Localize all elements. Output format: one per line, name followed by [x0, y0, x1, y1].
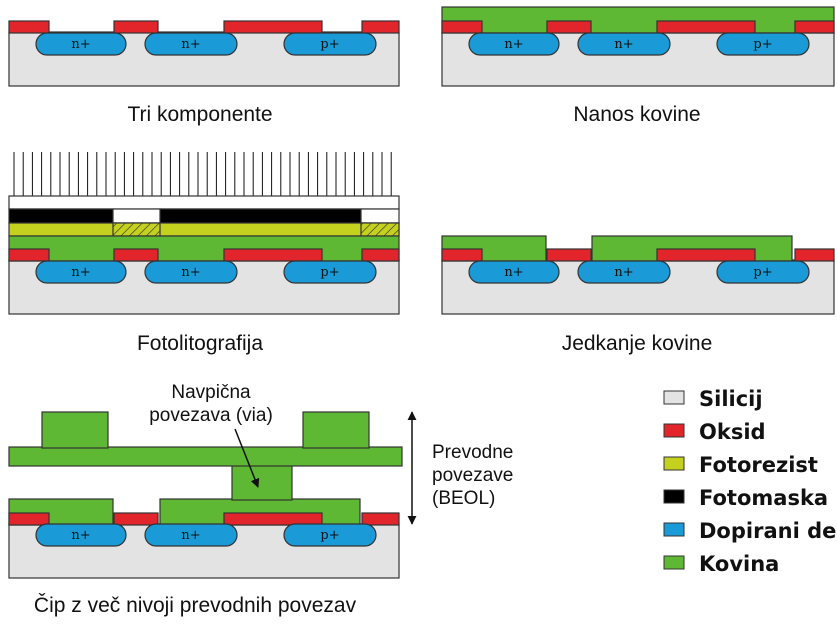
mask-opening-right — [360, 208, 400, 224]
legend-swatch — [663, 555, 685, 570]
via-label: povezava (via) — [149, 405, 273, 426]
panel-metal-etching: n+ n+ p+ Jedkanje kovine — [441, 235, 835, 355]
legend-label: Silicij — [699, 387, 763, 411]
doped-label: n+ — [71, 265, 90, 280]
metal-layer — [8, 235, 400, 262]
photomask-left — [8, 208, 114, 224]
oxide-layer — [8, 512, 400, 526]
doped-label: n+ — [181, 528, 200, 543]
doped-label: n+ — [504, 265, 523, 280]
doped-region-n1 — [35, 32, 127, 56]
legend-label: Dopirani del — [699, 519, 837, 543]
mask-opening-left — [112, 208, 161, 224]
panel-caption: Nanos kovine — [573, 103, 700, 126]
doped-label: p+ — [753, 265, 772, 280]
photoresist-layer — [8, 222, 400, 237]
legend-label: Kovina — [699, 552, 779, 576]
panel-metal-deposition: n+ n+ p+ Nanos kovine — [441, 6, 835, 126]
panel-photolithography: n+ n+ p+ Fotolitografija — [8, 152, 400, 355]
doped-region-n2 — [577, 260, 671, 284]
doped-label: p+ — [320, 528, 339, 543]
doped-region-p1 — [716, 260, 810, 284]
legend-label: Fotomaska — [699, 486, 828, 510]
oxide-layer — [441, 248, 835, 262]
doped-region-n1 — [468, 32, 560, 56]
doped-region-n2 — [577, 32, 671, 56]
panel-caption: Fotolitografija — [137, 332, 263, 355]
legend-swatch — [663, 456, 685, 471]
mask-frame — [8, 195, 400, 210]
oxide-layer — [8, 20, 400, 34]
doped-region-p1 — [283, 32, 377, 56]
panel-caption: Tri komponente — [127, 103, 272, 126]
legend-swatch — [663, 390, 685, 405]
via-pointer — [234, 428, 260, 488]
legend-swatch — [663, 489, 685, 504]
legend-swatch — [663, 423, 685, 438]
photomask-center — [159, 208, 362, 224]
doped-region-n2 — [144, 32, 238, 56]
metal-line-level1 — [8, 446, 403, 467]
doped-label: n+ — [71, 37, 90, 52]
panel-multilevel-chip: n+ n+ p+ Navpična povezava (via) Prevodn… — [8, 382, 513, 617]
doped-label: p+ — [320, 265, 339, 280]
via-label: Navpična — [171, 382, 251, 403]
panel-caption: Čip z več nivoji prevodnih povezav — [34, 594, 357, 617]
beol-label: (BEOL) — [432, 488, 495, 509]
legend-swatch — [663, 522, 685, 537]
metal-layer — [441, 6, 835, 34]
exposed-resist-right — [360, 222, 400, 237]
doped-label: n+ — [71, 528, 90, 543]
doped-label: n+ — [181, 37, 200, 52]
doped-region-n1 — [468, 260, 560, 284]
doped-label: p+ — [320, 37, 339, 52]
doped-label: n+ — [614, 37, 633, 52]
via — [231, 464, 293, 501]
doped-region-n2 — [144, 523, 238, 547]
doped-region-n1 — [35, 260, 127, 284]
doped-label: p+ — [753, 37, 772, 52]
legend: Silicij Oksid Fotorezist Fotomaska Dopir… — [663, 387, 837, 576]
doped-region-p1 — [283, 523, 377, 547]
doped-label: n+ — [181, 265, 200, 280]
oxide-layer — [441, 20, 835, 34]
doped-region-p1 — [283, 260, 377, 284]
doped-label: n+ — [614, 265, 633, 280]
doped-region-n2 — [144, 260, 238, 284]
doped-region-n1 — [35, 523, 127, 547]
legend-label: Oksid — [699, 420, 766, 444]
legend-label: Fotorezist — [699, 453, 818, 477]
exposed-resist-left — [112, 222, 161, 237]
oxide-layer — [8, 248, 400, 262]
metal-pad-left — [41, 411, 109, 449]
metal-pad-right — [302, 411, 370, 449]
doped-label: n+ — [504, 37, 523, 52]
panel-caption: Jedkanje kovine — [562, 332, 713, 355]
panel-three-components: n+ n+ p+ Tri komponente — [8, 20, 400, 126]
beol-label: povezave — [432, 465, 513, 486]
doped-region-p1 — [716, 32, 810, 56]
beol-label: Prevodne — [432, 442, 513, 463]
